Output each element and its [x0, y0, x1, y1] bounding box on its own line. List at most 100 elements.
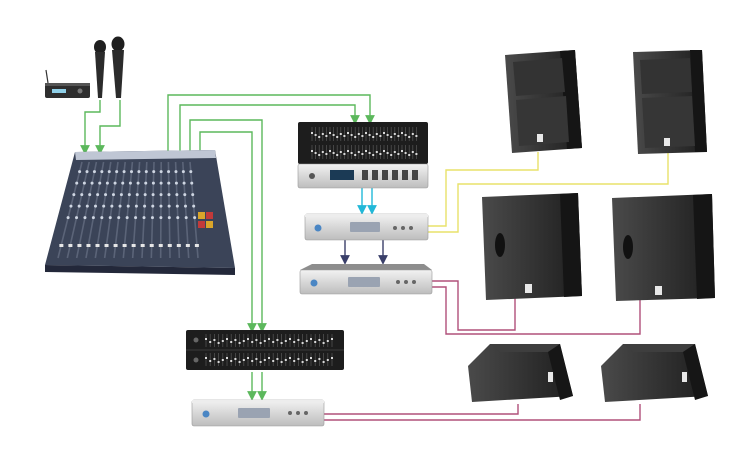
mixer-knob	[192, 204, 196, 208]
eq-slider-knob	[311, 132, 313, 134]
mixer-fader-cap	[122, 244, 127, 247]
eq-slider-knob	[280, 342, 283, 344]
mixer-knob	[125, 216, 129, 220]
mixer-knob	[159, 193, 163, 197]
eq-slider-knob	[213, 339, 216, 341]
eq-slider-knob	[297, 339, 300, 341]
eq-slider-knob	[347, 150, 349, 152]
mixer-knob	[176, 216, 180, 220]
full-range-speaker-icon	[633, 50, 707, 154]
eq-slider-knob	[209, 360, 212, 362]
eq-slider-knob	[375, 133, 378, 135]
eq-slider-knob	[230, 360, 233, 362]
eq-slider-knob	[393, 133, 396, 135]
mixer-knob	[115, 170, 119, 174]
eq-slider-knob	[280, 361, 283, 363]
mixer-knob	[75, 181, 79, 185]
eq-slider-knob	[401, 150, 403, 152]
eq-slider-knob	[331, 357, 333, 359]
mixer-knob	[107, 170, 111, 174]
eq-slider-knob	[276, 339, 279, 341]
mixer-knob	[159, 181, 163, 185]
mixer-knob	[85, 204, 89, 208]
mixer-knob	[126, 204, 130, 208]
power-amplifier-icon	[191, 399, 325, 427]
mixer-knob	[134, 204, 138, 208]
eq-slider-knob	[234, 339, 237, 341]
mixer-knob	[182, 181, 186, 185]
eq-slider-knob	[305, 340, 308, 342]
eq-slider-knob	[322, 361, 325, 363]
subwoofer-icon	[612, 194, 715, 301]
mixer-knob	[151, 204, 155, 208]
eq-slider-knob	[205, 357, 207, 359]
mixer-channel-strip	[167, 161, 171, 259]
eq-slider-knob	[375, 151, 378, 153]
power-amplifier-icon	[299, 264, 433, 295]
mixer-fader-cap	[86, 244, 91, 247]
mixer-channel-strip	[113, 161, 126, 259]
mixer-knob	[100, 170, 104, 174]
mixer-knob	[85, 170, 89, 174]
mixer-knob	[88, 193, 92, 197]
mixer-knob	[144, 170, 148, 174]
wire-amp-to-main-speaker-left	[428, 152, 539, 227]
mixer-knob	[111, 193, 115, 197]
eq-slider-knob	[343, 135, 346, 137]
eq-slider-knob	[301, 361, 304, 363]
eq-slider-knob	[268, 357, 270, 359]
eq-slider-knob	[209, 341, 212, 343]
mixer-fader-cap	[68, 244, 73, 247]
mixer-knob	[167, 204, 171, 208]
mixer-knob	[175, 193, 179, 197]
mixer-knob	[167, 170, 171, 174]
mixer-knob	[152, 170, 156, 174]
eq-slider-knob	[242, 340, 245, 342]
mixer-knob	[143, 193, 147, 197]
eq-slider-knob	[255, 358, 258, 360]
eq-slider-knob	[259, 361, 262, 363]
mixer-knob	[183, 204, 187, 208]
eq-slider-knob	[263, 340, 266, 342]
eq-slider-knob	[325, 153, 328, 155]
mixer-channel-strip	[159, 161, 162, 259]
eq-slider-knob	[217, 361, 220, 363]
mixer-knob	[121, 181, 125, 185]
mixer-knob	[142, 216, 146, 220]
mixer-knob	[66, 216, 70, 220]
eq-slider-knob	[354, 136, 357, 138]
eq-slider-knob	[318, 358, 321, 360]
eq-slider-knob	[372, 154, 375, 156]
signal-cables	[80, 94, 669, 421]
eq-slider-knob	[293, 341, 296, 343]
mixer-knob	[150, 216, 154, 220]
mixer-knob	[105, 181, 109, 185]
monitor-eq-sliders	[205, 334, 333, 366]
eq-slider-knob	[404, 152, 407, 154]
eq-slider-knob	[251, 341, 254, 343]
eq-slider-knob	[325, 135, 328, 137]
mixer-knob	[129, 170, 133, 174]
eq-slider-knob	[326, 359, 329, 361]
eq-slider-knob	[314, 152, 317, 154]
mixer-knob	[159, 204, 163, 208]
mixer-channel-strip	[57, 161, 83, 259]
mixer-knob	[184, 216, 188, 220]
eq-slider-knob	[397, 135, 400, 137]
eq-slider-knob	[314, 341, 317, 343]
mixer-knob	[110, 204, 114, 208]
subwoofer-icon	[482, 193, 582, 300]
stage-monitor-wedge-icon	[601, 344, 708, 402]
eq-slider-knob	[213, 358, 216, 360]
mixer-knob	[144, 181, 148, 185]
eq-slider-knob	[289, 357, 291, 359]
mixer-knob	[167, 181, 171, 185]
mixer-knob	[151, 181, 155, 185]
mixer-fader-cap	[176, 244, 181, 247]
eq-slider-knob	[314, 134, 317, 136]
eq-slider-knob	[318, 154, 321, 156]
eq-slider-knob	[393, 151, 396, 153]
eq-slider-knob	[408, 136, 411, 138]
eq-slider-knob	[415, 135, 418, 137]
